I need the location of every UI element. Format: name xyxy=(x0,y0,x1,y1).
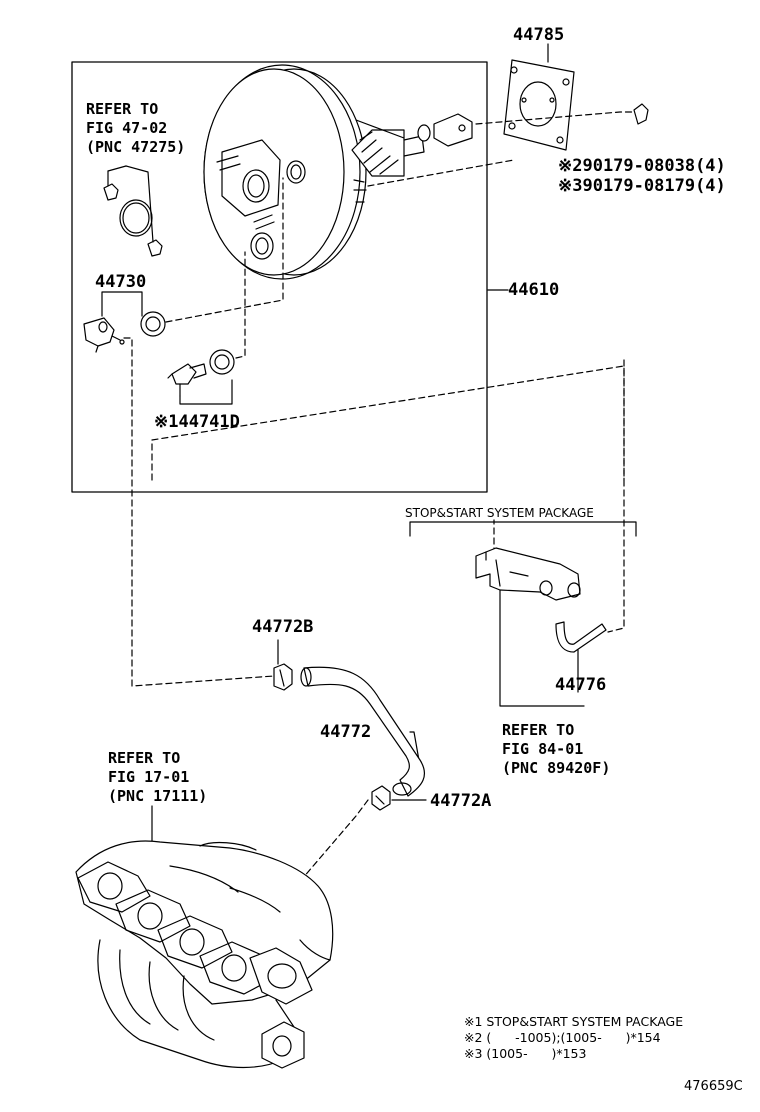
reference-fig-84-01: REFER TO FIG 84-01 (PNC 89420F) xyxy=(502,721,611,777)
reference-fig-47-02: REFER TO FIG 47-02 (PNC 47275) xyxy=(86,100,186,156)
clevis-illustration xyxy=(417,113,473,147)
check-valve-illustration xyxy=(83,291,166,353)
part-44776-label: 44776 xyxy=(555,675,607,695)
vacuum-hose-illustration xyxy=(300,666,425,797)
nut-illustration xyxy=(633,103,649,125)
hose-44776-illustration xyxy=(555,621,607,653)
intake-manifold-illustration xyxy=(75,840,334,1069)
part-44772-label: 44772 xyxy=(320,722,372,742)
part-90179-08038-label: ※290179-08038(4) xyxy=(558,156,726,176)
stop-start-package-label: STOP&START SYSTEM PACKAGE xyxy=(405,506,594,520)
bracket-valve-illustration xyxy=(475,547,581,601)
part-44772B-label: 44772B xyxy=(252,617,314,637)
clamp-44772B-illustration xyxy=(273,663,293,691)
reference-fig-17-01: REFER TO FIG 17-01 (PNC 17111) xyxy=(108,749,208,805)
part-44785-label: 44785 xyxy=(513,25,565,45)
part-44730-label: 44730 xyxy=(95,272,147,292)
brake-booster-illustration xyxy=(203,64,425,280)
clamp-44772A-illustration xyxy=(371,785,391,811)
part-44772A-label: 44772A xyxy=(430,791,492,811)
footnotes: ※1 STOP&START SYSTEM PACKAGE ※2 ( -1005)… xyxy=(464,1014,684,1061)
sensor-illustration xyxy=(167,349,235,405)
part-44610-label: 44610 xyxy=(508,280,560,300)
assembly-frame xyxy=(71,61,488,493)
leader-lines xyxy=(151,43,637,847)
part-90179-08179-label: ※390179-08179(4) xyxy=(558,176,726,196)
gasket-44785-illustration xyxy=(503,59,575,151)
diagram-id: 476659C xyxy=(684,1079,743,1094)
oring-illustration xyxy=(103,165,163,257)
part-44741D-label: ※144741D xyxy=(154,412,240,432)
